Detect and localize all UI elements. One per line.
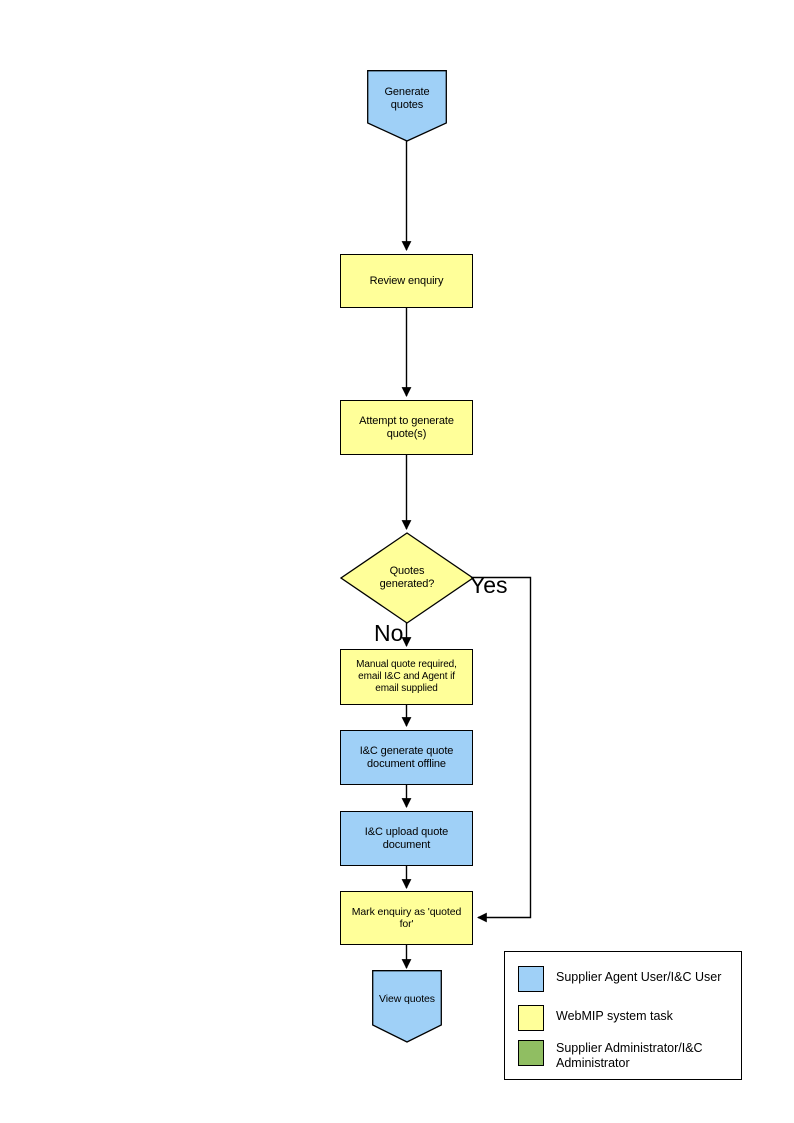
legend-swatch-user-task — [518, 966, 544, 992]
node-manual-quote-required-label: Manual quote required, email I&C and Age… — [356, 659, 457, 694]
node-attempt-to-generate-quotes[interactable]: Attempt to generate quote(s) — [340, 400, 473, 455]
node-ic-generate-quote-document-offline[interactable]: I&C generate quote document offline — [340, 730, 473, 785]
legend-item-webmip-system-task: WebMIP system task — [518, 1005, 733, 1031]
edge-label-yes: Yes — [470, 572, 508, 598]
node-generate-quotes-label: Generate quotes — [384, 86, 430, 111]
node-manual-quote-required[interactable]: Manual quote required, email I&C and Age… — [340, 649, 473, 705]
edge-label-no: No — [374, 620, 404, 646]
node-review-enquiry-label: Review enquiry — [369, 274, 444, 287]
edge-decision-yes-to-mark — [472, 576, 532, 923]
legend-label-administrator: Supplier Administrator/I&C Administrator — [556, 1041, 703, 1070]
view-quotes-shape[interactable] — [372, 970, 442, 1043]
legend-swatch-administrator — [518, 1040, 544, 1066]
node-view-quotes[interactable]: View quotes — [372, 970, 442, 1028]
node-review-enquiry[interactable]: Review enquiry — [340, 254, 473, 308]
legend-item-supplier-agent-user: Supplier Agent User/I&C User — [518, 966, 733, 992]
node-generate-quotes[interactable]: Generate quotes — [367, 70, 447, 128]
legend-swatch-system-task — [518, 1005, 544, 1031]
node-attempt-to-generate-quotes-label: Attempt to generate quote(s) — [359, 414, 454, 440]
node-view-quotes-label: View quotes — [379, 992, 435, 1005]
node-quotes-generated-decision-label: Quotes generated? — [379, 565, 435, 590]
generate-quotes-shape[interactable] — [367, 70, 447, 142]
node-quotes-generated-decision[interactable]: Quotes generated? — [340, 532, 474, 624]
node-mark-enquiry-as-quoted-for[interactable]: Mark enquiry as 'quoted for' — [340, 891, 473, 945]
legend-label-system-task: WebMIP system task — [556, 1009, 673, 1023]
legend-item-supplier-administrator: Supplier Administrator/I&C Administrator — [518, 1040, 733, 1070]
node-quotes-generated-decision-shape[interactable] — [340, 532, 474, 624]
legend: Supplier Agent User/I&C User WebMIP syst… — [504, 951, 742, 1080]
node-mark-enquiry-as-quoted-for-label: Mark enquiry as 'quoted for' — [351, 905, 462, 930]
legend-label-user-task: Supplier Agent User/I&C User — [556, 970, 722, 984]
node-ic-generate-quote-document-offline-label: I&C generate quote document offline — [359, 744, 454, 770]
node-ic-upload-quote-document[interactable]: I&C upload quote document — [340, 811, 473, 866]
node-ic-upload-quote-document-label: I&C upload quote document — [364, 825, 449, 851]
